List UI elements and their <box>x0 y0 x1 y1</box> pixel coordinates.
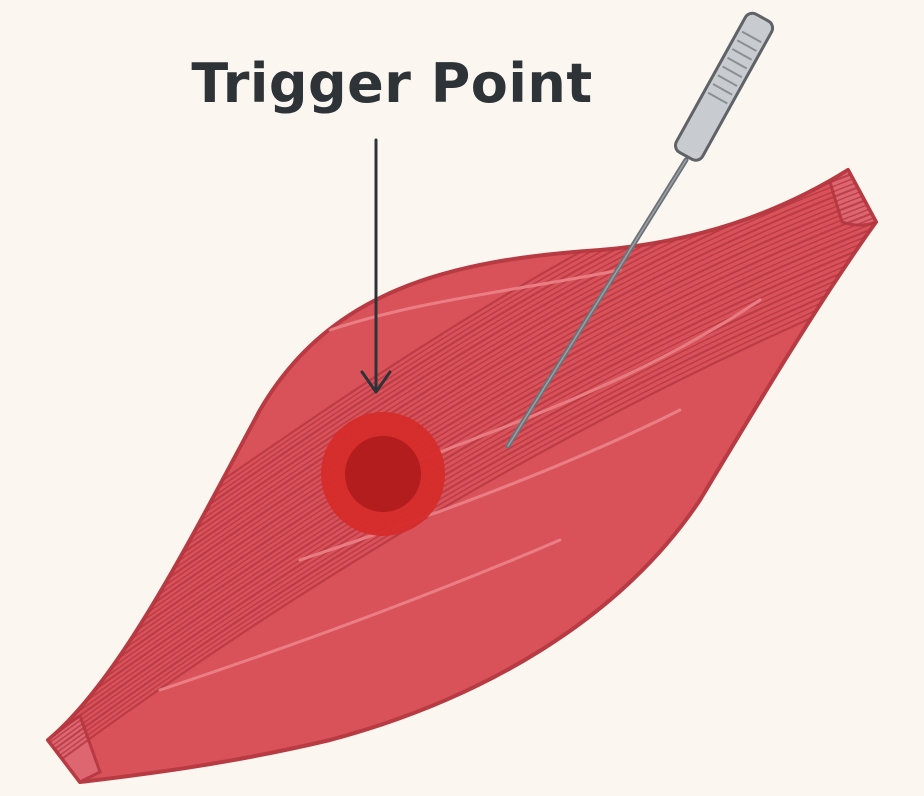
down-arrow-icon <box>360 138 392 394</box>
trigger-point-label: Trigger Point <box>191 52 593 115</box>
acupuncture-needle-icon <box>505 11 775 449</box>
muscle-highlights <box>158 268 762 692</box>
trigger-point-inner <box>345 436 421 512</box>
